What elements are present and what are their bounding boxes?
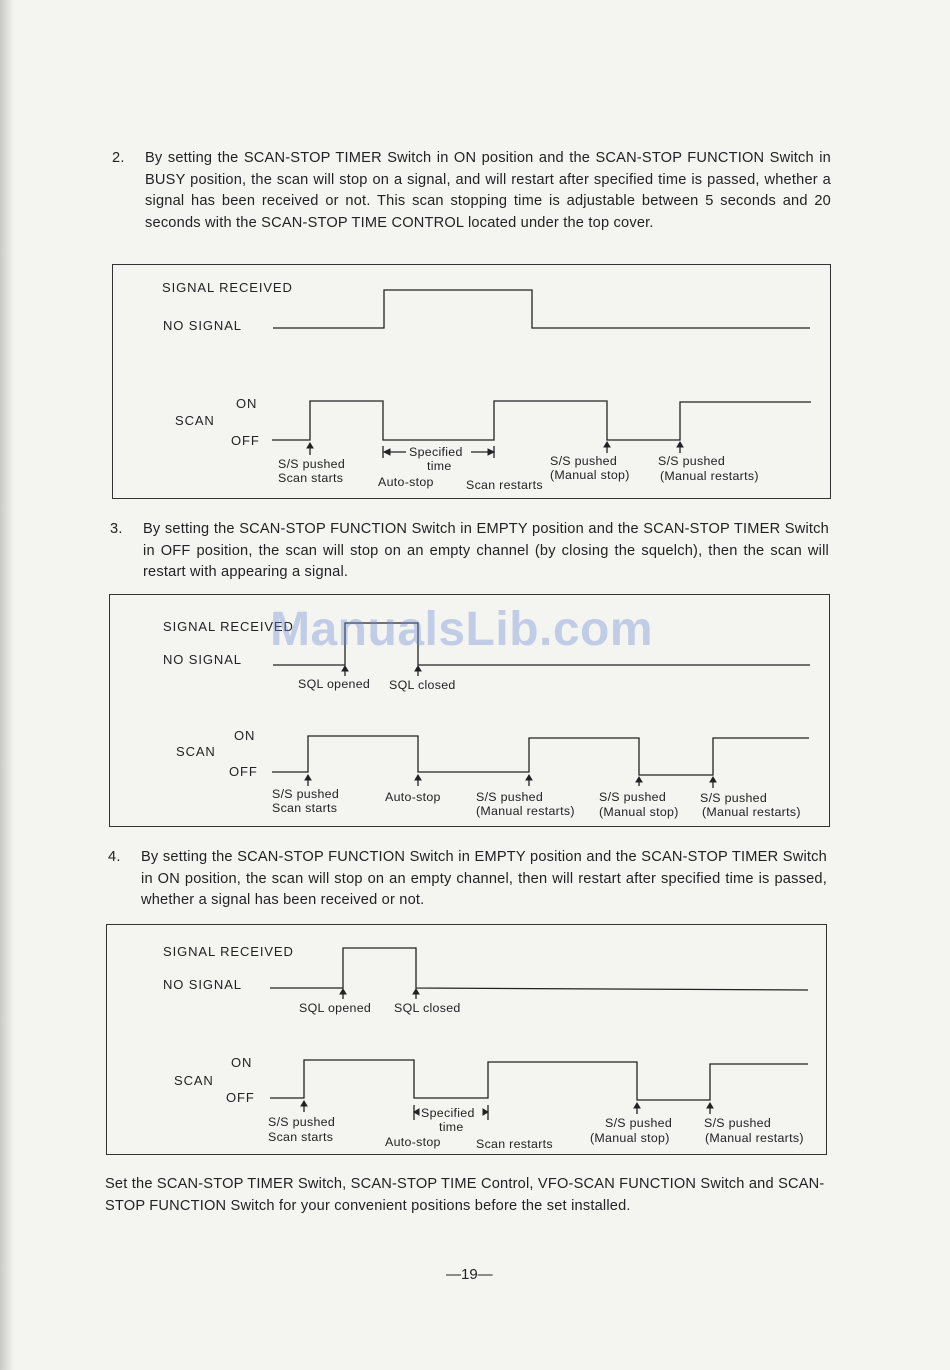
timing-diagram-2 (109, 594, 830, 827)
arrow-up-icon (603, 441, 611, 448)
paragraph-4: 4. By setting the SCAN-STOP FUNCTION Swi… (108, 847, 827, 912)
annotation-manual-restarts: (Manual restarts) (702, 805, 801, 819)
paragraph-3: 3. By setting the SCAN-STOP FUNCTION Swi… (110, 519, 829, 584)
annotation-time: time (427, 459, 452, 473)
annotation-scan-starts: Scan starts (278, 471, 343, 485)
label-no-signal: NO SIGNAL (163, 318, 242, 333)
arrow-up-icon (676, 441, 684, 448)
label-signal-received: SIGNAL RECEIVED (163, 619, 294, 634)
arrow-up-icon (414, 665, 422, 672)
scan-waveform (272, 400, 811, 441)
annotation-ss-pushed: S/S pushed (268, 1115, 335, 1129)
signal-waveform (270, 947, 809, 991)
annotation-manual-restarts: (Manual restarts) (476, 804, 575, 818)
label-on: ON (231, 1055, 252, 1070)
annotation-scan-restarts: Scan restarts (466, 478, 543, 492)
label-scan: SCAN (175, 413, 215, 428)
closing-paragraph: Set the SCAN-STOP TIMER Switch, SCAN-STO… (105, 1176, 825, 1214)
paragraph-number: 2. (112, 150, 125, 166)
scan-waveform (272, 735, 809, 776)
arrow-up-icon (706, 1102, 714, 1109)
annotation-sql-opened: SQL opened (298, 677, 370, 691)
arrow-up-icon (300, 1100, 308, 1107)
arrow-up-icon (525, 774, 533, 781)
annotation-ss-pushed: S/S pushed (704, 1116, 771, 1130)
paragraph-text: By setting the SCAN-STOP FUNCTION Switch… (143, 521, 829, 581)
arrow-up-icon (339, 988, 347, 995)
annotation-ss-pushed: S/S pushed (476, 790, 543, 804)
paragraph-2: 2. By setting the SCAN-STOP TIMER Switch… (112, 148, 831, 234)
annotation-ss-pushed: S/S pushed (278, 457, 345, 471)
annotation-specified: Specified (409, 445, 463, 459)
paragraph-text: By setting the SCAN-STOP FUNCTION Switch… (141, 849, 827, 909)
annotation-auto-stop: Auto-stop (385, 790, 441, 804)
annotation-auto-stop: Auto-stop (385, 1135, 441, 1149)
page-number: —19— (446, 1266, 493, 1283)
label-off: OFF (229, 764, 258, 779)
paragraph-text: By setting the SCAN-STOP TIMER Switch in… (145, 150, 831, 231)
label-no-signal: NO SIGNAL (163, 652, 242, 667)
label-signal-received: SIGNAL RECEIVED (162, 280, 293, 295)
arrow-left-icon (382, 448, 391, 456)
paragraph-number: 4. (108, 849, 121, 865)
timing-diagram-3 (106, 924, 827, 1155)
arrow-up-icon (304, 774, 312, 781)
annotation-sql-closed: SQL closed (389, 678, 456, 692)
annotation-specified: Specified (421, 1106, 475, 1120)
label-on: ON (234, 728, 255, 743)
arrow-left-icon (413, 1108, 420, 1116)
arrow-up-icon (633, 1102, 641, 1109)
annotation-scan-starts: Scan starts (272, 801, 337, 815)
watermark-text: ManualsLib.com (270, 603, 654, 656)
label-on: ON (236, 396, 257, 411)
label-scan: SCAN (174, 1073, 214, 1088)
annotation-manual-stop: (Manual stop) (590, 1131, 670, 1145)
label-off: OFF (231, 433, 260, 448)
annotation-ss-pushed: S/S pushed (550, 454, 617, 468)
annotation-manual-stop: (Manual stop) (599, 805, 679, 819)
arrow-up-icon (414, 774, 422, 781)
scan-waveform (270, 1059, 808, 1101)
annotation-sql-closed: SQL closed (394, 1001, 461, 1015)
arrow-right-icon (482, 1108, 489, 1116)
annotation-manual-restarts: (Manual restarts) (705, 1131, 804, 1145)
annotation-ss-pushed: S/S pushed (605, 1116, 672, 1130)
annotation-sql-opened: SQL opened (299, 1001, 371, 1015)
label-signal-received: SIGNAL RECEIVED (163, 944, 294, 959)
arrow-up-icon (412, 988, 420, 995)
label-off: OFF (226, 1090, 255, 1105)
arrow-up-icon (709, 776, 717, 783)
paragraph-number: 3. (110, 521, 123, 537)
annotation-ss-pushed: S/S pushed (700, 791, 767, 805)
annotation-ss-pushed: S/S pushed (658, 454, 725, 468)
scan-edge-shadow (0, 0, 14, 1370)
arrow-up-icon (341, 665, 349, 672)
arrow-up-icon (306, 442, 314, 449)
annotation-manual-stop: (Manual stop) (550, 468, 630, 482)
signal-waveform (273, 622, 810, 666)
annotation-manual-restarts: (Manual restarts) (660, 469, 759, 483)
annotation-ss-pushed: S/S pushed (272, 787, 339, 801)
arrow-right-icon (487, 448, 496, 456)
arrow-up-icon (635, 776, 643, 783)
annotation-auto-stop: Auto-stop (378, 475, 434, 489)
label-scan: SCAN (176, 744, 216, 759)
annotation-scan-starts: Scan starts (268, 1130, 333, 1144)
annotation-ss-pushed: S/S pushed (599, 790, 666, 804)
annotation-scan-restarts: Scan restarts (476, 1137, 553, 1151)
label-no-signal: NO SIGNAL (163, 977, 242, 992)
signal-waveform (273, 289, 810, 329)
annotation-time: time (439, 1120, 464, 1134)
timing-diagram-1 (112, 264, 831, 499)
